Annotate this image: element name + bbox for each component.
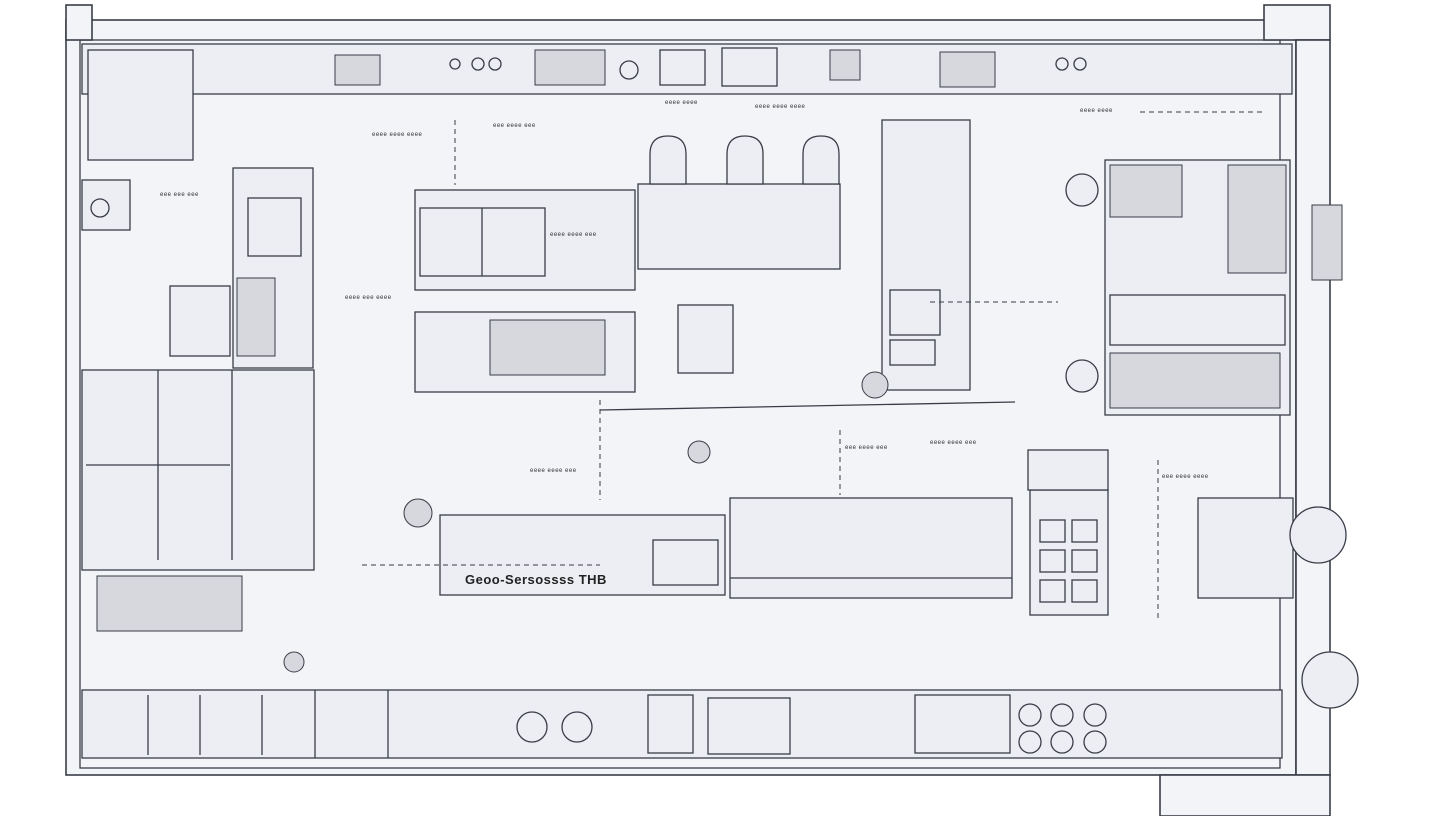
hatched-circles <box>283 371 889 673</box>
annotation: eeee eeee eee <box>930 440 977 446</box>
mat <box>96 575 243 632</box>
wall-corner <box>1263 4 1331 41</box>
bottom-block <box>1159 774 1331 816</box>
annotation: eeee eeee <box>665 100 698 106</box>
annotation: eeee eeee eee <box>530 468 577 474</box>
annotation: eeee eeee eeee <box>372 132 423 138</box>
range <box>1029 489 1109 616</box>
bar-counter <box>637 183 841 270</box>
wall-corner <box>65 4 93 41</box>
left-room <box>87 49 194 161</box>
annotation: eeee eeee <box>1080 108 1113 114</box>
annotation: eee eee eee <box>160 192 199 198</box>
bottom-counter <box>81 689 1283 759</box>
serving-line <box>729 497 1013 599</box>
walkin-cooler <box>81 369 315 571</box>
annotation: eee eeee eeee <box>1162 474 1209 480</box>
right-table <box>1197 497 1294 599</box>
counter-label: Geoo-Sersossss THB <box>465 572 607 587</box>
sink <box>169 285 231 357</box>
annotation: eeee eeee eeee <box>755 104 806 110</box>
rack <box>236 277 276 357</box>
annotation: eeee eeee eee <box>550 232 597 238</box>
stove <box>677 304 734 374</box>
top-appliances <box>334 47 1087 88</box>
bar-stools <box>649 135 840 185</box>
annotation: eeee eee eeee <box>345 295 392 301</box>
annotation: eee eeee eee <box>845 445 888 451</box>
annotation: eee eeee eee <box>493 123 536 129</box>
